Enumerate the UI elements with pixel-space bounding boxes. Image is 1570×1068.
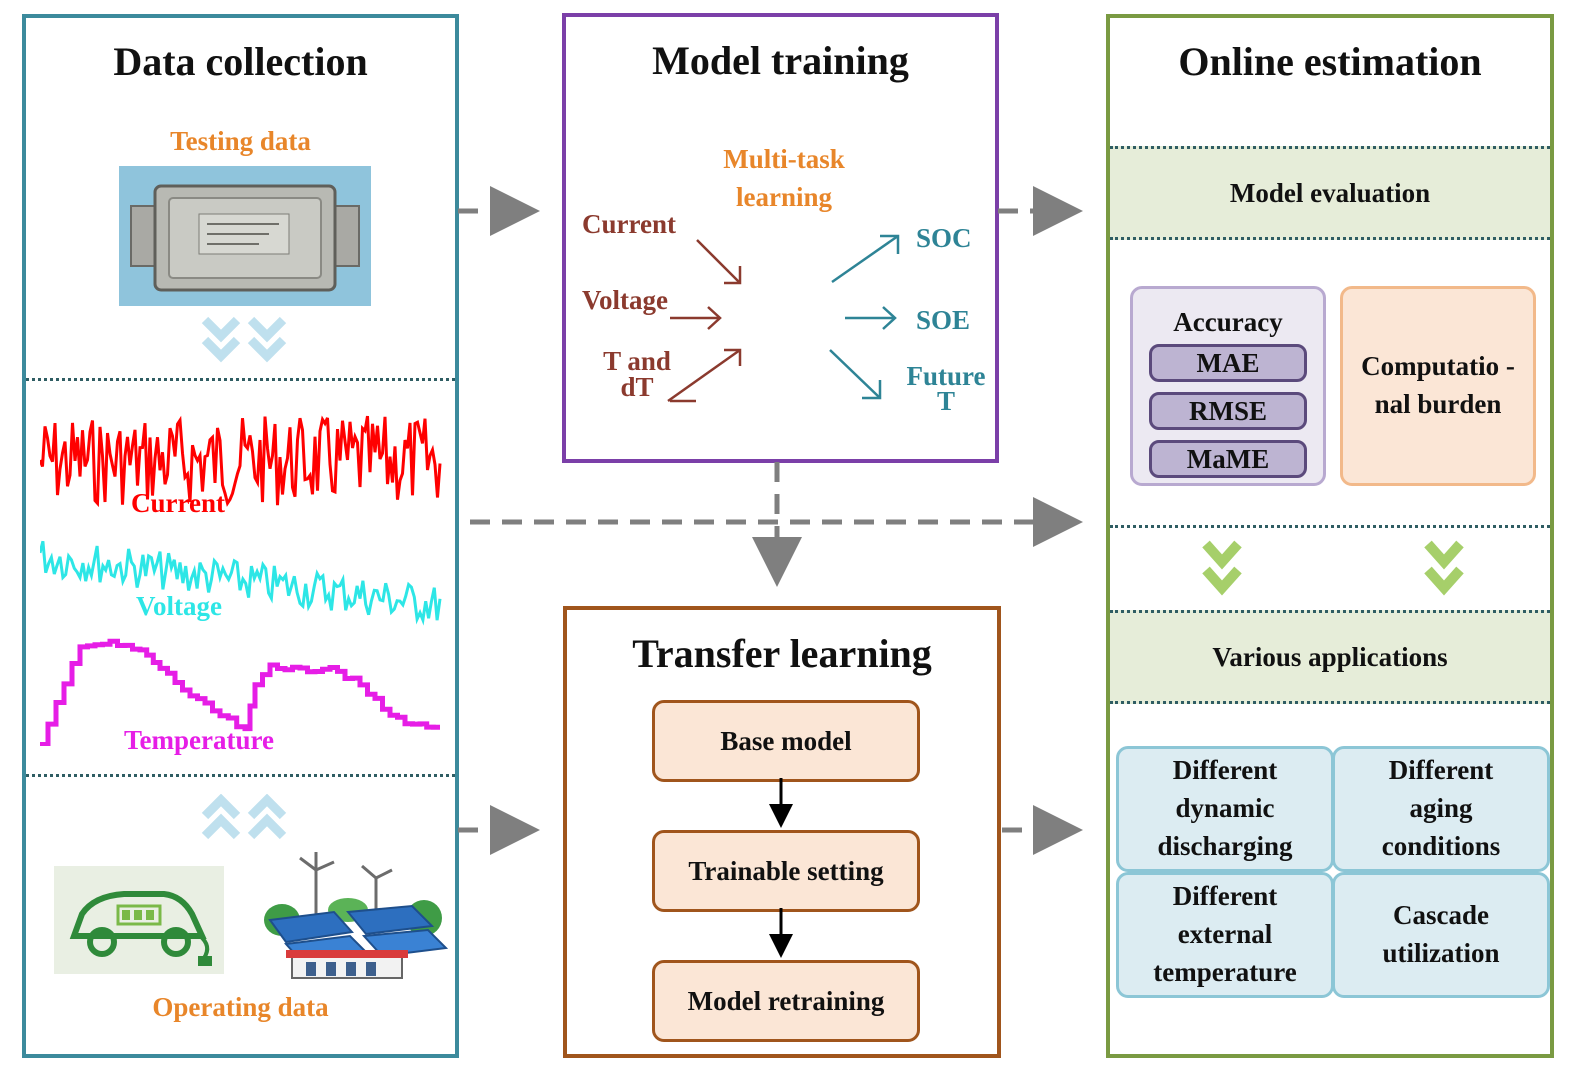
computational-burden-box: Computatio -nal burden — [1340, 286, 1536, 486]
voltage-signal — [40, 540, 442, 626]
electric-car-icon — [54, 866, 224, 974]
transfer-learning-panel: Transfer learning Base model Trainable s… — [563, 606, 1001, 1058]
signal-plots — [40, 415, 442, 746]
various-applications-band: Various applications — [1110, 610, 1550, 704]
online-estimation-panel: Online estimation Model evaluation Accur… — [1106, 14, 1554, 1058]
current-signal — [40, 415, 442, 508]
metric-rmse: RMSE — [1149, 392, 1307, 430]
trainable-setting-step: Trainable setting — [652, 830, 920, 912]
base-model-step: Base model — [652, 700, 920, 782]
metric-mame: MaME — [1149, 440, 1307, 478]
flow-arrows — [458, 186, 1083, 855]
current-signal-label: Current — [131, 488, 225, 518]
data-collection-title: Data collection — [113, 39, 368, 84]
input-voltage-label: Voltage — [582, 285, 668, 315]
divider — [26, 378, 455, 381]
temperature-signal-label: Temperature — [124, 725, 274, 755]
accuracy-label: Accuracy — [1173, 307, 1283, 337]
metric-mae: MAE — [1149, 344, 1307, 382]
chevron-up-icon — [201, 794, 287, 840]
battery-cell-image — [119, 166, 371, 306]
output-soc-label: SOC — [916, 223, 972, 253]
transfer-learning-title: Transfer learning — [632, 631, 932, 676]
model-retraining-step: Model retraining — [652, 960, 920, 1042]
testing-data-label: Testing data — [170, 126, 311, 156]
input-current-label: Current — [582, 209, 676, 239]
output-future-t-label: Future T — [906, 361, 986, 416]
application-dynamic-discharging: Different dynamic discharging — [1116, 746, 1334, 872]
application-external-temperature: Different external temperature — [1116, 872, 1334, 998]
chevron-down-icon — [1424, 540, 1464, 596]
data-collection-panel: Data collection Testing data Current Vol… — [22, 14, 459, 1058]
model-training-title: Model training — [652, 38, 909, 83]
temperature-signal — [40, 638, 440, 746]
multi-task-learning-label: Multi-task learning — [723, 144, 845, 212]
divider — [26, 774, 455, 777]
chevron-down-icon — [1202, 540, 1242, 596]
input-temperature-label: T and dT — [603, 346, 671, 402]
output-soe-label: SOE — [916, 305, 971, 335]
application-aging-conditions: Different aging conditions — [1332, 746, 1550, 872]
operating-data-label: Operating data — [152, 992, 329, 1022]
solar-wind-station-icon — [256, 850, 449, 982]
voltage-signal-label: Voltage — [136, 591, 222, 621]
output-arrows — [829, 234, 900, 400]
model-evaluation-band: Model evaluation — [1110, 146, 1550, 240]
divider — [1110, 525, 1550, 528]
model-training-panel: Model training Multi-task learning Curre… — [562, 13, 999, 463]
chevron-down-icon — [201, 316, 287, 363]
application-cascade-utilization: Cascade utilization — [1332, 872, 1550, 998]
online-estimation-title: Online estimation — [1178, 39, 1482, 84]
input-arrows — [667, 239, 742, 403]
